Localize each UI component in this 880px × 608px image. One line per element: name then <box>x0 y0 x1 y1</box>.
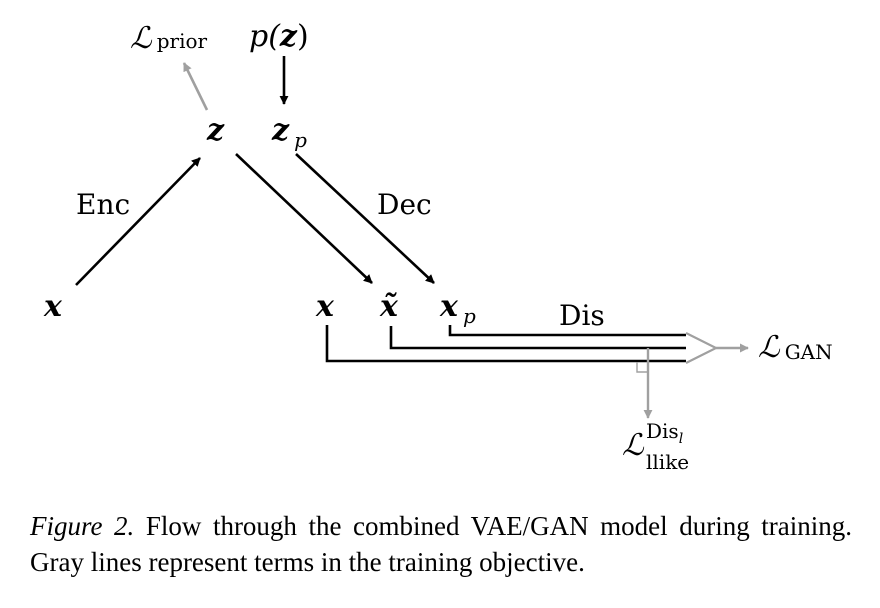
z-p-main: z <box>271 113 290 148</box>
p-z-suffix: ) <box>297 19 309 54</box>
dis-label: Dis <box>559 299 605 332</box>
l-llike-superscript: Disl <box>646 419 683 447</box>
l-llike-sup-main: Dis <box>646 419 679 443</box>
p-z-label: p(z) <box>249 19 309 54</box>
l-prior-subscript: prior <box>157 29 208 53</box>
dis-line-x <box>325 325 686 363</box>
dis-line-xp <box>448 325 686 337</box>
z-node: z <box>206 113 225 148</box>
x-p-subscript: p <box>463 304 476 328</box>
right-angle-mark <box>636 362 648 373</box>
l-gan-label: ℒ GAN <box>758 330 833 365</box>
p-z-prefix: p( <box>249 19 281 54</box>
dec-zp-to-xp-arrow <box>295 153 435 284</box>
z-p-node: z p <box>271 113 307 152</box>
dec-label: Dec <box>377 188 432 221</box>
l-llike-subscript: llike <box>646 450 689 474</box>
dis-line-xtilde <box>389 326 686 350</box>
caption-text: Flow through the combined VAE/GAN model … <box>30 511 852 577</box>
z-p-subscript: p <box>294 128 307 152</box>
x-tilde-node: x̃ <box>379 289 399 324</box>
x-p-node: x p <box>439 289 476 328</box>
l-gan-script: ℒ <box>758 330 781 365</box>
l-prior-label: ℒ prior <box>130 21 208 56</box>
enc-arrow <box>75 157 201 286</box>
x-real-node: x <box>315 289 335 324</box>
x-input-node: x <box>43 289 63 324</box>
caption-label: Figure 2. <box>30 511 135 541</box>
l-prior-script: ℒ <box>130 21 153 56</box>
l-gan-subscript: GAN <box>785 340 833 364</box>
dec-z-to-xtilde-arrow <box>235 153 373 284</box>
p-z-var: z <box>279 19 298 54</box>
x-p-main: x <box>439 289 459 324</box>
enc-label: Enc <box>76 188 130 221</box>
figure-caption: Figure 2. Flow through the combined VAE/… <box>30 508 852 580</box>
l-prior-arrow <box>182 62 209 111</box>
discriminator-open-triangle <box>685 332 719 364</box>
l-llike-script: ℒ <box>622 428 645 463</box>
l-llike-sup-sub: l <box>679 431 683 447</box>
